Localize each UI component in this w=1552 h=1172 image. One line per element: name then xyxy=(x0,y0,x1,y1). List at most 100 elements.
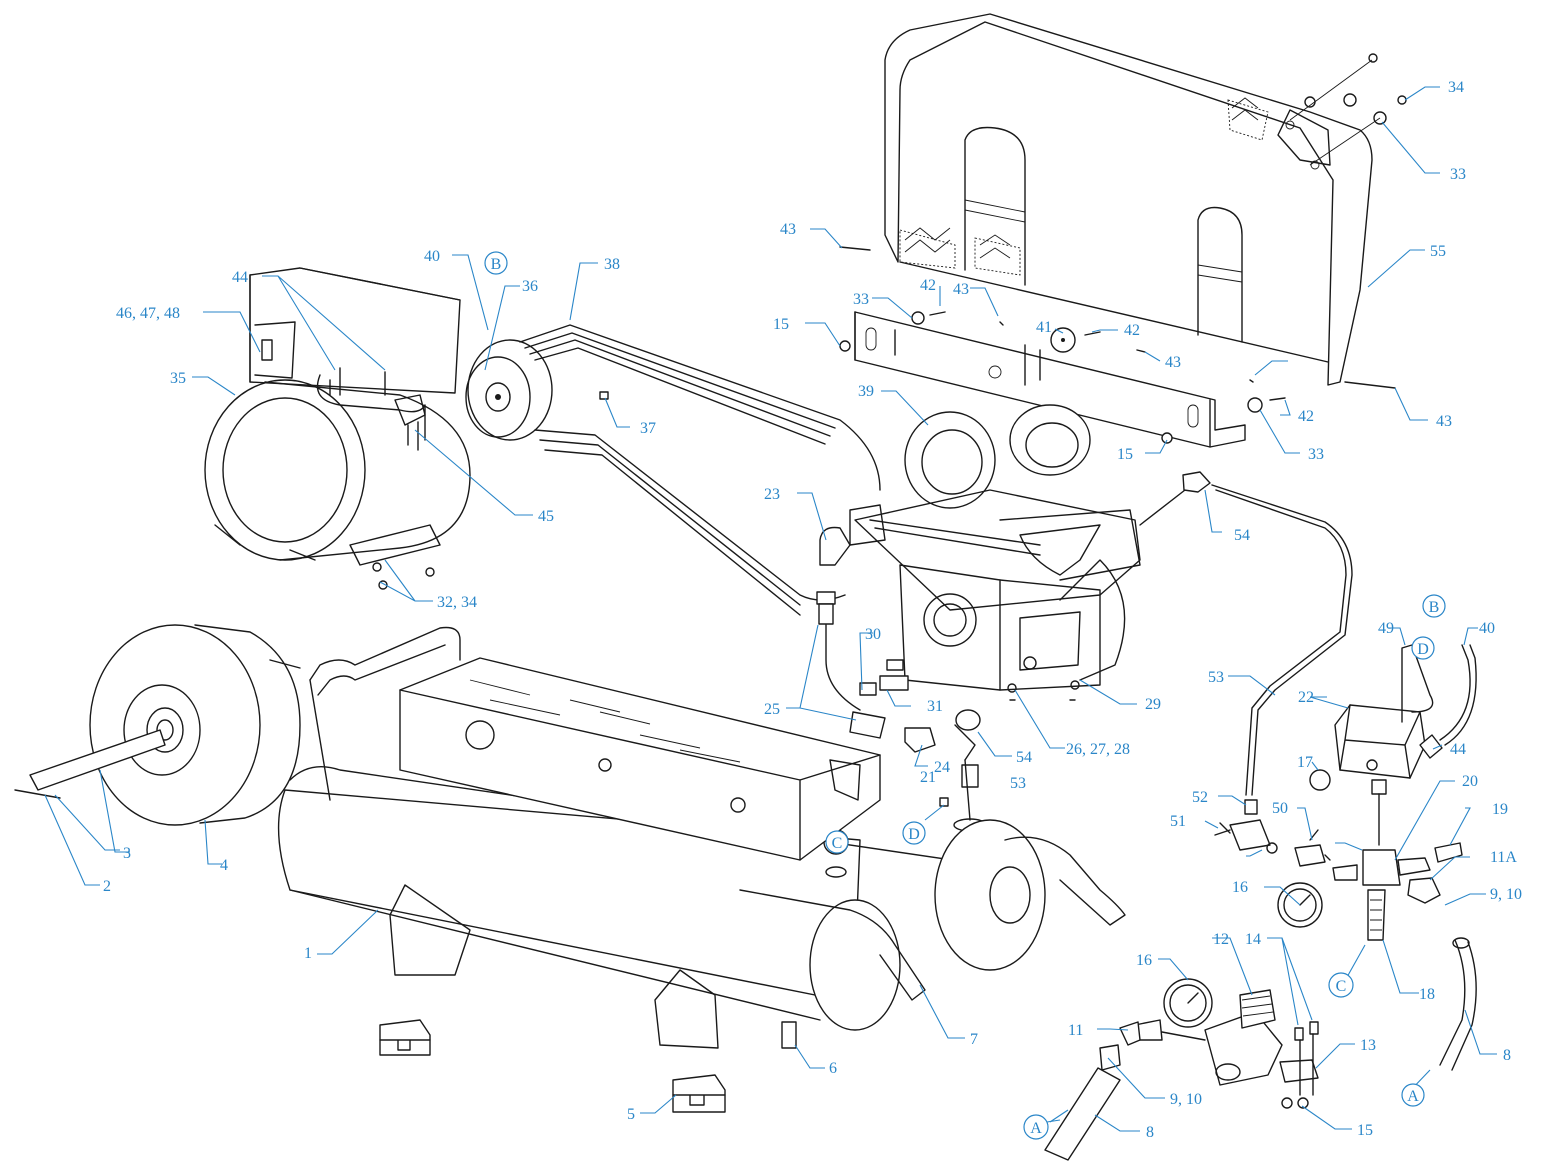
callout-43-b: 43 xyxy=(953,281,969,298)
callout-44-motor: 44 xyxy=(232,269,248,286)
callout-39: 39 xyxy=(858,383,874,400)
callout-7: 7 xyxy=(970,1031,978,1048)
callout-3: 3 xyxy=(123,845,131,862)
svg-text:C: C xyxy=(1336,978,1347,995)
motor xyxy=(204,267,471,590)
callout-15-regulator: 15 xyxy=(1357,1122,1373,1139)
wheel xyxy=(14,624,301,826)
callout-38: 38 xyxy=(604,256,620,273)
callout-43-a: 43 xyxy=(780,221,796,238)
callout-21: 21 xyxy=(920,769,936,786)
callout-9-10-right: 9, 10 xyxy=(1490,886,1522,903)
callout-2: 2 xyxy=(103,878,111,895)
svg-text:D: D xyxy=(908,826,920,843)
rubber-feet xyxy=(379,1019,726,1113)
callout-16-regulator: 16 xyxy=(1136,952,1152,969)
callout-32-34: 32, 34 xyxy=(437,594,477,611)
callout-36: 36 xyxy=(522,278,538,295)
svg-text:B: B xyxy=(1429,599,1440,616)
connector-d-tank: D xyxy=(902,821,926,845)
callout-53-tank: 53 xyxy=(1010,775,1026,792)
callout-5: 5 xyxy=(627,1106,635,1123)
connector-d-switch: D xyxy=(1411,636,1435,660)
callout-26-27-28: 26, 27, 28 xyxy=(1066,741,1130,758)
tank-shroud xyxy=(399,657,881,861)
svg-text:C: C xyxy=(832,835,843,852)
line-art xyxy=(14,13,1477,1161)
callout-29: 29 xyxy=(1145,696,1161,713)
callout-40-switch: 40 xyxy=(1479,620,1495,637)
callout-51: 51 xyxy=(1170,813,1186,830)
compressor-pump xyxy=(849,404,1141,701)
callout-50: 50 xyxy=(1272,800,1288,817)
callout-42-a: 42 xyxy=(920,277,936,294)
callout-33-bracket-left: 33 xyxy=(853,291,869,308)
callout-8-right: 8 xyxy=(1503,1047,1511,1064)
callout-37: 37 xyxy=(640,420,656,437)
connector-b-motor: B xyxy=(484,251,508,275)
callout-40-motor: 40 xyxy=(424,248,440,265)
discharge-tubing xyxy=(1139,471,1353,796)
callout-34-top: 34 xyxy=(1448,79,1464,96)
flex-hose-right xyxy=(1439,937,1477,1071)
callout-46-47-48: 46, 47, 48 xyxy=(116,305,180,322)
callout-33-top: 33 xyxy=(1450,166,1466,183)
callout-9-10-left: 9, 10 xyxy=(1170,1091,1202,1108)
svg-text:D: D xyxy=(1417,641,1429,658)
svg-text:A: A xyxy=(1030,1120,1042,1137)
callout-20: 20 xyxy=(1462,773,1478,790)
connector-b-switch: B xyxy=(1422,594,1446,618)
callout-1: 1 xyxy=(304,945,312,962)
tank-handles xyxy=(269,626,1126,1001)
connector-a-right: A xyxy=(1401,1083,1425,1107)
svg-text:A: A xyxy=(1407,1088,1419,1105)
callout-52: 52 xyxy=(1192,789,1208,806)
callout-49: 49 xyxy=(1378,620,1394,637)
callout-14: 14 xyxy=(1245,931,1261,948)
pump-fittings xyxy=(816,526,987,832)
pressure-switch-assembly xyxy=(1277,644,1477,941)
callout-24: 24 xyxy=(934,759,950,776)
callout-44-switch: 44 xyxy=(1450,741,1466,758)
callout-12: 12 xyxy=(1213,931,1229,948)
air-tank xyxy=(277,766,1046,1049)
connector-c-tank: C xyxy=(825,830,849,854)
part-callouts: 34 33 55 43 40 36 38 44 46, 47, 48 35 45… xyxy=(103,79,1522,1141)
leader-lines xyxy=(44,86,1497,1132)
callout-31: 31 xyxy=(927,698,943,715)
callout-30: 30 xyxy=(865,626,881,643)
small-valves xyxy=(1214,799,1331,867)
callout-54-tube: 54 xyxy=(1234,527,1250,544)
callout-11a: 11A xyxy=(1490,849,1517,866)
callout-25: 25 xyxy=(764,701,780,718)
callout-18: 18 xyxy=(1419,986,1435,1003)
callout-16-manifold: 16 xyxy=(1232,879,1248,896)
callout-54-elbow: 54 xyxy=(1016,749,1032,766)
callout-41: 41 xyxy=(1036,319,1052,336)
callout-17: 17 xyxy=(1297,754,1313,771)
callout-4: 4 xyxy=(220,857,228,874)
callout-55: 55 xyxy=(1430,243,1446,260)
callout-42-c: 42 xyxy=(1298,408,1314,425)
callout-22: 22 xyxy=(1298,689,1314,706)
connector-a-left: A xyxy=(1023,1114,1049,1140)
callout-43-c: 43 xyxy=(1165,354,1181,371)
flex-hose-left xyxy=(1044,1067,1121,1161)
callout-13: 13 xyxy=(1360,1037,1376,1054)
callout-6: 6 xyxy=(829,1060,837,1077)
guard-bracket xyxy=(854,311,1246,448)
belt-guard xyxy=(884,13,1373,386)
callout-11: 11 xyxy=(1068,1022,1083,1039)
callout-15-bracket-right: 15 xyxy=(1117,446,1133,463)
connector-markers: B B C C D D A A xyxy=(484,251,1446,1140)
belt xyxy=(519,324,881,616)
hardware xyxy=(839,53,1407,444)
svg-text:B: B xyxy=(491,256,502,273)
callout-43-d: 43 xyxy=(1436,413,1452,430)
connector-c-manifold: C xyxy=(1328,972,1354,998)
regulator-assembly xyxy=(1099,978,1319,1109)
callout-45: 45 xyxy=(538,508,554,525)
callout-53-tube: 53 xyxy=(1208,669,1224,686)
motor-pulley xyxy=(465,339,553,441)
